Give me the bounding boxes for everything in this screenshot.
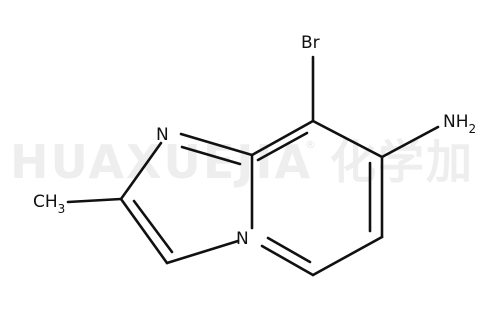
bond-c2-c3 <box>119 197 169 265</box>
amine-subscript: 2 <box>469 122 477 136</box>
bonds <box>66 55 440 277</box>
atom-label-bromine: Br <box>301 33 320 53</box>
amine-nh: NH <box>443 112 469 132</box>
bond-c2-ch3 <box>66 197 123 204</box>
bond-c2-c3-double <box>132 199 174 254</box>
watermark-cjk-text: 化学加 <box>330 135 474 189</box>
atom-label-nitrogen-imine: N <box>156 125 169 145</box>
bond-c5-n4 <box>260 244 315 277</box>
atom-label-amine: NH2 <box>443 112 476 136</box>
bond-c8-c8a <box>250 119 315 157</box>
bond-c3-n4 <box>165 239 240 265</box>
bond-c6-c5 <box>311 235 384 277</box>
bond-c5-n4-double <box>266 236 312 264</box>
bond-c8a-n1-double <box>180 145 242 166</box>
bond-c7-nh2 <box>380 125 440 159</box>
atom-label-nitrogen-bridgehead: N <box>236 229 249 249</box>
bond-c8-c7 <box>311 119 384 159</box>
methyl-subscript: 3 <box>58 202 66 216</box>
bond-c8a-n1 <box>179 132 254 157</box>
watermark-registered-mark: ® <box>305 138 316 151</box>
atom-label-methyl: CH3 <box>33 192 65 216</box>
methyl-ch: CH <box>33 192 58 212</box>
watermark: HUAXUEJIA ® 化学加 <box>10 135 474 189</box>
bond-c8-c8a-double <box>256 131 309 162</box>
bond-n1-c2 <box>119 141 163 201</box>
atom-labels: Br N N NH2 CH3 <box>33 33 476 249</box>
